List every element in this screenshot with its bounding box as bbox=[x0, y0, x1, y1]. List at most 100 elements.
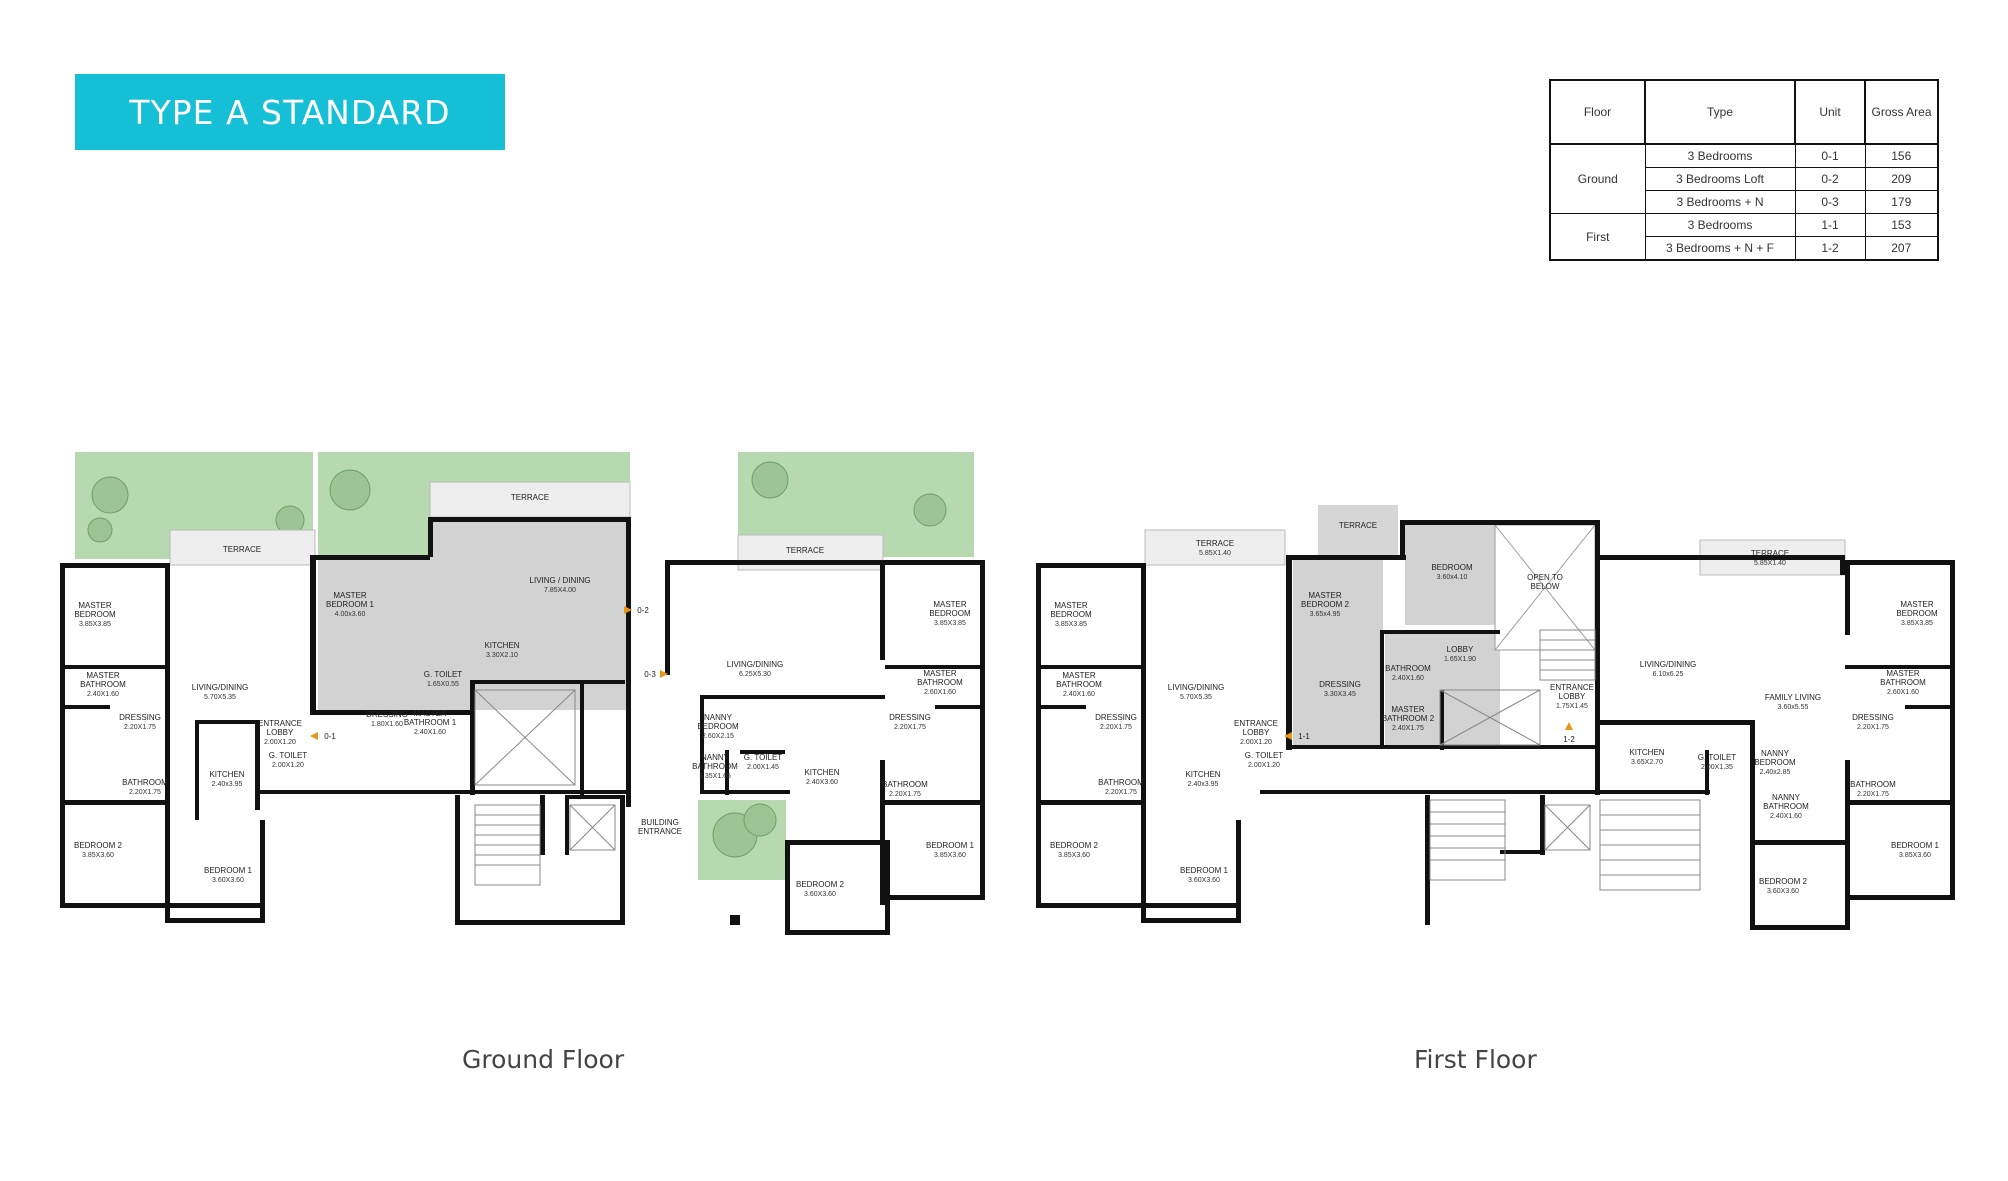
unit-marker: 0-1 bbox=[324, 732, 336, 741]
room-label: LIVING/DINING bbox=[1640, 660, 1696, 669]
room-dimension: 2.20X1.75 bbox=[124, 724, 156, 731]
room-label: MASTER bbox=[413, 709, 447, 718]
table-cell-unit: 0-3 bbox=[1794, 190, 1866, 214]
room-label: MASTER bbox=[86, 671, 120, 680]
unit-marker: 0-3 bbox=[644, 670, 656, 679]
room-label: G. TOILET bbox=[1698, 753, 1736, 762]
room-label: DRESSING bbox=[1852, 713, 1894, 722]
table-row: 3 Bedrooms + N + F 1-2 207 bbox=[1550, 236, 1939, 261]
table-cell-type: 3 Bedrooms + N + F bbox=[1644, 236, 1796, 261]
room-dimension: 3.60X3.60 bbox=[1767, 888, 1799, 895]
room-dimension: 7.85X4.00 bbox=[544, 587, 576, 594]
room-dimension: 3.85X3.85 bbox=[1055, 621, 1087, 628]
room-label: ENTRANCE bbox=[1550, 683, 1594, 692]
room-label: BEDROOM 1 bbox=[1180, 866, 1229, 875]
room-label: MASTER bbox=[78, 601, 112, 610]
room-dimension: 2.20X1.75 bbox=[1100, 724, 1132, 731]
room-label: KITCHEN bbox=[804, 768, 839, 777]
room-label: BATHROOM bbox=[1098, 778, 1144, 787]
room-label: BATHROOM bbox=[1763, 802, 1809, 811]
room-label: OPEN TO bbox=[1527, 573, 1563, 582]
table-cell-unit: 0-1 bbox=[1794, 143, 1866, 168]
room-dimension: 3.85X3.60 bbox=[1058, 852, 1090, 859]
room-label: BATHROOM bbox=[917, 678, 963, 687]
table-row: 3 Bedrooms + N 0-3 179 bbox=[1550, 190, 1939, 214]
table-cell-unit: 0-2 bbox=[1794, 167, 1866, 191]
room-label: G. TOILET bbox=[424, 670, 462, 679]
room-label: BUILDING bbox=[641, 818, 679, 827]
unit-marker: 1-2 bbox=[1563, 735, 1575, 744]
room-dimension: 3.65x4.95 bbox=[1310, 611, 1341, 618]
room-dimension: 2.20X1.75 bbox=[1857, 724, 1889, 731]
room-label: G. TOILET bbox=[269, 751, 307, 760]
table-cell-unit: 1-2 bbox=[1794, 236, 1866, 261]
room-label: DRESSING bbox=[1095, 713, 1137, 722]
room-label: MASTER bbox=[1391, 705, 1425, 714]
room-label: MASTER bbox=[923, 669, 957, 678]
room-dimension: 2.20X1.75 bbox=[889, 791, 921, 798]
room-dimension: 3.85X3.85 bbox=[79, 621, 111, 628]
room-dimension: 1.80X1.60 bbox=[371, 721, 403, 728]
room-dimension: 2.60X2.15 bbox=[702, 733, 734, 740]
room-dimension: 5.85X1.40 bbox=[1199, 550, 1231, 557]
room-label: TERRACE bbox=[511, 493, 549, 502]
table-cell-type: 3 Bedrooms bbox=[1644, 213, 1796, 237]
room-label: BEDROOM bbox=[929, 609, 971, 618]
room-label: BEDROOM bbox=[697, 722, 739, 731]
room-label: TERRACE bbox=[1196, 539, 1234, 548]
room-label: KITCHEN bbox=[1629, 748, 1664, 757]
room-dimension: 2.00X1.35 bbox=[1701, 764, 1733, 771]
room-label: KITCHEN bbox=[209, 770, 244, 779]
terrace bbox=[169, 529, 316, 566]
table-header-cell: Unit bbox=[1794, 79, 1866, 145]
room-label: FAMILY LIVING bbox=[1765, 693, 1821, 702]
table-cell-type: 3 Bedrooms + N bbox=[1644, 190, 1796, 214]
room-label: LOBBY bbox=[1243, 728, 1270, 737]
room-dimension: 3.85X3.85 bbox=[934, 620, 966, 627]
terrace bbox=[1318, 505, 1398, 555]
unit-area-table: Floor Type Unit Gross Area Ground 3 Bedr… bbox=[1549, 79, 1939, 261]
room-dimension: 2.40X1.60 bbox=[414, 729, 446, 736]
room-dimension: 2.40X3.60 bbox=[806, 779, 838, 786]
unit-12-area bbox=[1293, 555, 1383, 745]
room-label: BATHROOM bbox=[80, 680, 126, 689]
table-header-cell: Floor bbox=[1549, 79, 1646, 145]
room-label: BEDROOM 2 bbox=[1301, 600, 1350, 609]
room-label: BATHROOM bbox=[692, 762, 738, 771]
room-label: LOBBY bbox=[267, 728, 294, 737]
room-dimension: 5.70X5.35 bbox=[1180, 694, 1212, 701]
unit-02-area bbox=[430, 517, 630, 557]
room-label: DRESSING bbox=[366, 710, 408, 719]
room-label: BATHROOM bbox=[1385, 664, 1431, 673]
table-header-row: Floor Type Unit Gross Area bbox=[1549, 79, 1939, 145]
room-dimension: 2.20X1.75 bbox=[1105, 789, 1137, 796]
room-dimension: 3.60X3.60 bbox=[212, 877, 244, 884]
room-dimension: 2.40X1.60 bbox=[1392, 675, 1424, 682]
room-label: LIVING / DINING bbox=[530, 576, 591, 585]
room-labels: TERRACE 5.85X1.40 TERRACE TERRACE 5.85X1… bbox=[1050, 521, 1940, 895]
room-label: BEDROOM 2 bbox=[74, 841, 123, 850]
ground-floor-plan: TERRACE TERRACE TERRACE MASTER BEDROOM 3… bbox=[60, 452, 985, 935]
room-label: BEDROOM bbox=[1050, 610, 1092, 619]
room-label: BEDROOM bbox=[74, 610, 116, 619]
table-cell-area: 153 bbox=[1864, 213, 1939, 237]
table-cell-area: 179 bbox=[1864, 190, 1939, 214]
table-row: 3 Bedrooms Loft 0-2 209 bbox=[1550, 167, 1939, 191]
room-dimension: 3.85X3.60 bbox=[1899, 852, 1931, 859]
room-label: KITCHEN bbox=[484, 641, 519, 650]
room-label: MASTER bbox=[333, 591, 367, 600]
table-row: First 3 Bedrooms 1-1 153 bbox=[1549, 213, 1939, 261]
room-label: TERRACE bbox=[1339, 521, 1377, 530]
room-dimension: 3.60x5.55 bbox=[1778, 704, 1809, 711]
room-dimension: 2.20X1.75 bbox=[894, 724, 926, 731]
room-label: BEDROOM 1 bbox=[326, 600, 375, 609]
room-label: BATHROOM bbox=[122, 778, 168, 787]
room-label: KITCHEN bbox=[1185, 770, 1220, 779]
room-dimension: 5.85X1.40 bbox=[1754, 560, 1786, 567]
room-label: DRESSING bbox=[889, 713, 931, 722]
unit-12-area bbox=[1405, 525, 1495, 625]
walls bbox=[60, 517, 985, 935]
room-label: LIVING/DINING bbox=[1168, 683, 1224, 692]
room-label: LIVING/DINING bbox=[192, 683, 248, 692]
room-dimension: 2.20X1.75 bbox=[1857, 791, 1889, 798]
